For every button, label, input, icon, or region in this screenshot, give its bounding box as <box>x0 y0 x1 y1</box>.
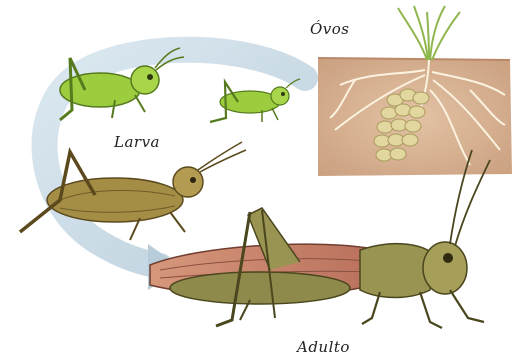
label-larva: Larva <box>114 133 160 151</box>
label-ovos: Óvos <box>310 20 350 38</box>
larva-green-small-icon <box>210 79 300 122</box>
label-adulto: Adulto <box>297 338 350 356</box>
grass-stem-icon <box>398 6 460 60</box>
